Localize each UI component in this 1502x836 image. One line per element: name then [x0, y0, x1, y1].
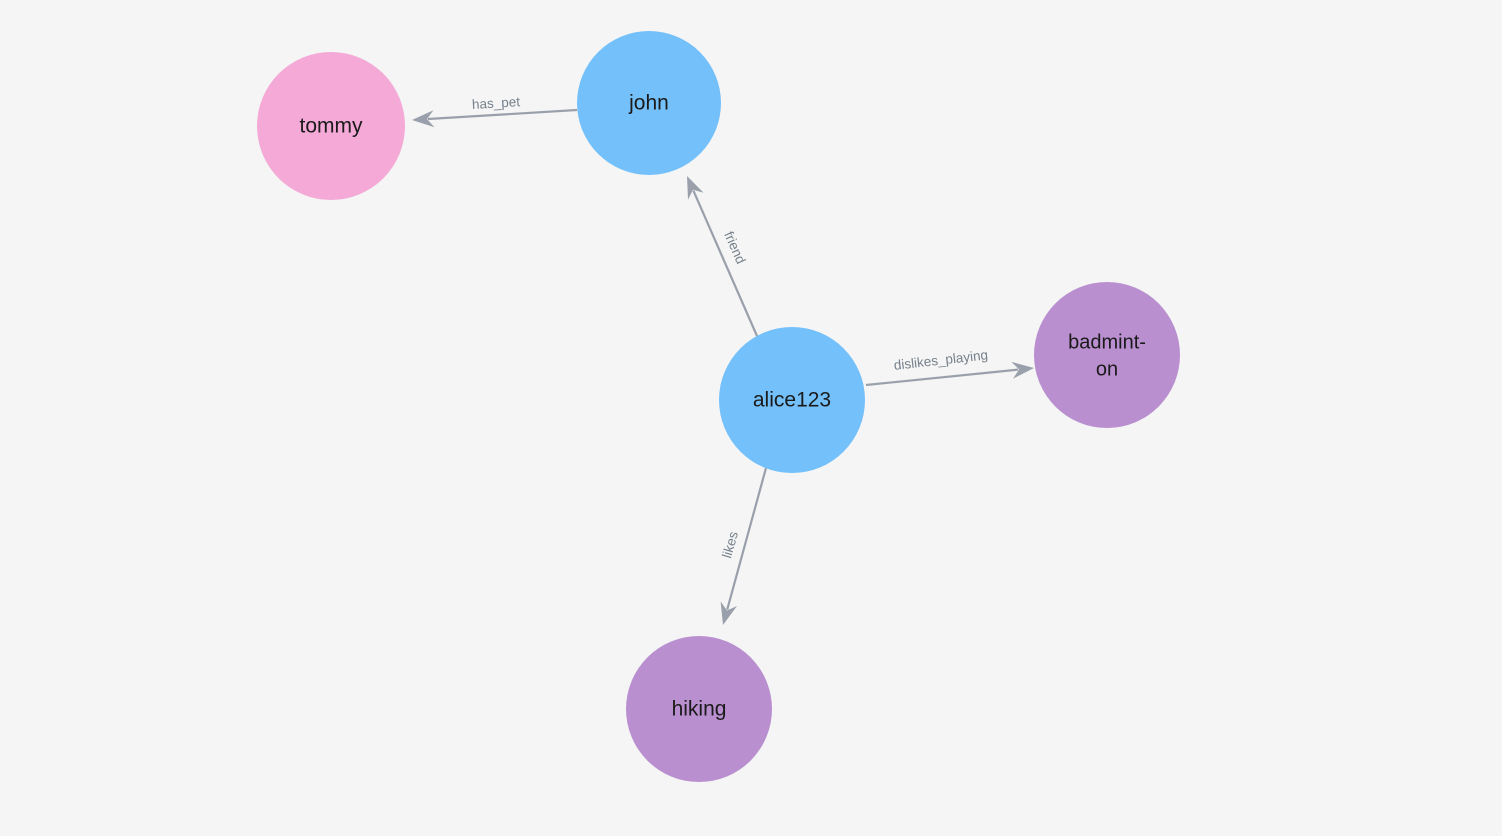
edge-line-has_pet — [427, 108, 578, 121]
node-circle-badminton[interactable] — [1034, 282, 1180, 428]
node-circle-hiking[interactable] — [626, 636, 772, 782]
edge-dislikes_playing[interactable]: dislikes_playing — [865, 347, 1034, 387]
nodes-layer: tommy john alice123 badmint- on hiking — [257, 31, 1180, 782]
node-hiking[interactable]: hiking — [626, 636, 772, 782]
edges-layer: has_pet friend dislikes_playing likes — [412, 94, 1034, 625]
edge-arrowhead-likes — [720, 601, 737, 625]
node-alice123[interactable]: alice123 — [719, 327, 865, 473]
edge-label-has_pet[interactable]: has_pet — [472, 94, 521, 112]
node-circle-john[interactable] — [577, 31, 721, 175]
node-john[interactable]: john — [577, 31, 721, 175]
edge-label-friend[interactable]: friend — [721, 229, 748, 266]
edge-has_pet[interactable]: has_pet — [412, 94, 578, 128]
edge-friend[interactable]: friend — [687, 176, 759, 337]
edge-likes[interactable]: likes — [719, 467, 768, 625]
node-badminton[interactable]: badmint- on — [1034, 282, 1180, 428]
edge-line-dislikes_playing — [865, 368, 1019, 387]
node-tommy[interactable]: tommy — [257, 52, 405, 200]
node-circle-alice123[interactable] — [719, 327, 865, 473]
edge-arrowhead-has_pet — [412, 110, 435, 128]
edge-line-likes — [726, 467, 768, 610]
edge-arrowhead-friend — [687, 176, 704, 200]
edge-arrowhead-dislikes_playing — [1011, 361, 1034, 379]
edge-label-dislikes_playing[interactable]: dislikes_playing — [893, 347, 989, 373]
node-circle-tommy[interactable] — [257, 52, 405, 200]
edge-label-likes[interactable]: likes — [719, 529, 741, 559]
edge-line-friend — [692, 190, 759, 337]
